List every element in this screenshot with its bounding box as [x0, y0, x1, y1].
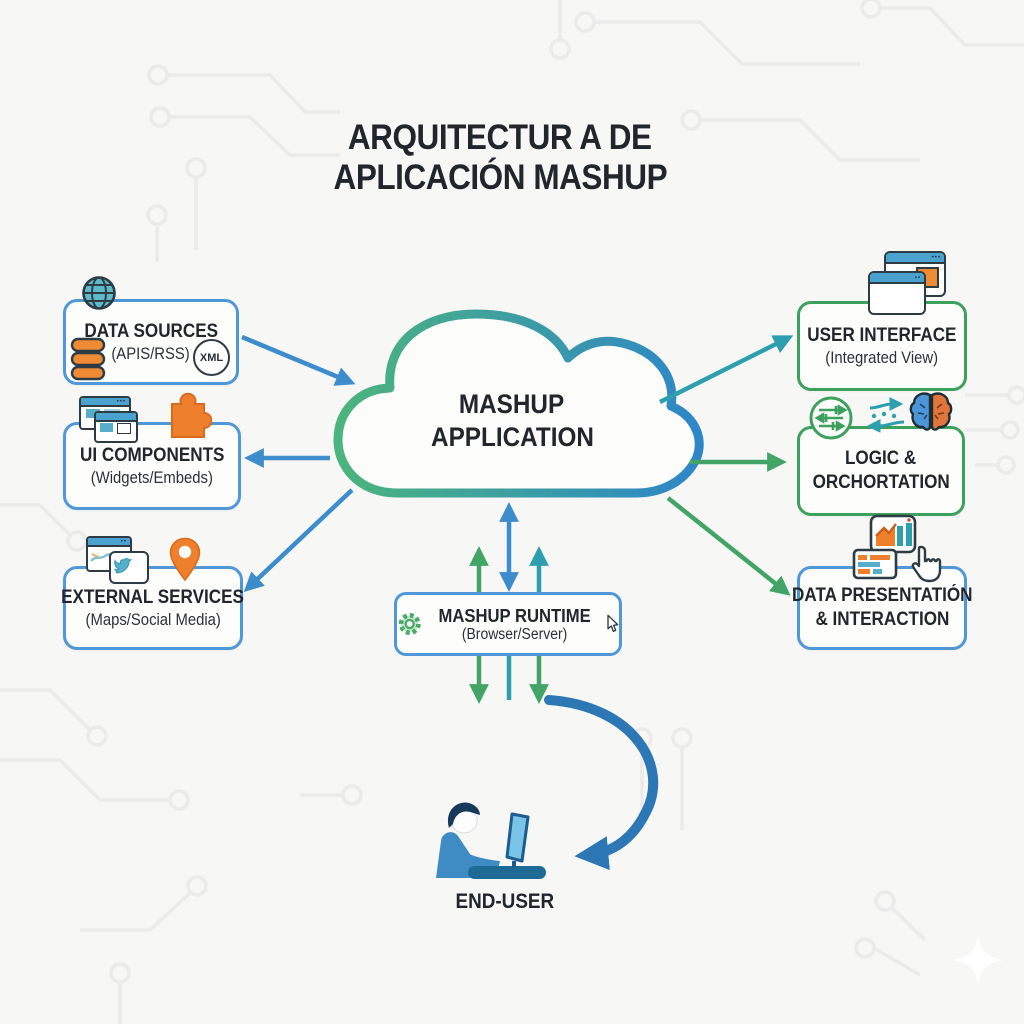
arrow-cloud-to-externalservices	[243, 488, 354, 593]
node-logic-orchestration: LOGIC & ORCHORTATION	[797, 426, 965, 516]
map-pin-icon	[169, 537, 201, 582]
hand-cursor-icon	[911, 545, 942, 583]
widget-window-icon-2	[94, 411, 138, 443]
ui-components-title: UI COMPONENTS	[79, 444, 225, 466]
puzzle-piece-icon	[171, 392, 212, 438]
xml-badge-label: XML	[199, 351, 224, 364]
node-data-presentation: DATA PRESENTATIÓN & INTERACTION	[792, 566, 972, 650]
chart-card-icon	[869, 514, 917, 554]
ui-components-subtitle: (Widgets/Embeds)	[90, 468, 214, 487]
globe-icon	[82, 276, 116, 310]
sliders-icon	[809, 396, 853, 440]
data-presentation-title-line2: & INTERACTION	[815, 609, 949, 630]
arrow-runtime-to-enduser	[544, 695, 659, 871]
runtime-subtitle: (Browser/Server)	[462, 625, 568, 643]
shuffle-arrows-icon	[866, 397, 905, 433]
arrow-cloud-to-userinterface	[658, 335, 794, 405]
logic-title-line1: LOGIC &	[845, 448, 917, 469]
external-services-title: EXTERNAL SERVICES	[61, 586, 245, 608]
cloud-label-line2: APPLICATION	[430, 422, 594, 452]
logic-title-line2: ORCHORTATION	[812, 472, 950, 493]
data-sources-title: DATA SOURCES	[84, 320, 218, 342]
arrow-cloud-to-datapresentation	[666, 496, 791, 596]
node-mashup-runtime: MASHUP RUNTIME (Browser/Server)	[394, 592, 622, 656]
node-ui-components: UI COMPONENTS (Widgets/Embeds)	[63, 422, 241, 510]
data-sources-subtitle: (APIS/RSS)	[111, 344, 191, 363]
brain-icon	[909, 392, 953, 431]
runtime-title: MASHUP RUNTIME	[438, 604, 592, 626]
xml-badge: XML	[193, 339, 230, 376]
external-services-subtitle: (Maps/Social Media)	[85, 610, 221, 629]
data-card-icon	[852, 548, 898, 580]
end-user-label-text: END-USER	[455, 890, 555, 913]
cloud-label-line1: MASHUP	[459, 389, 565, 419]
mouse-pointer-icon	[606, 614, 618, 633]
user-interface-subtitle: (Integrated View)	[825, 348, 939, 367]
node-external-services: EXTERNAL SERVICES (Maps/Social Media)	[61, 566, 245, 650]
database-icon	[70, 337, 106, 381]
sparkle-watermark	[952, 934, 1004, 986]
gear-icon	[398, 612, 421, 636]
page-title-line1: ARQUITECTUR A DE	[348, 118, 652, 157]
cloud-node-label: MASHUP APPLICATION	[392, 388, 632, 454]
end-user-icon	[436, 802, 546, 879]
data-presentation-title-line1: DATA PRESENTATIÓN	[791, 585, 973, 606]
page-title: ARQUITECTUR A DE APLICACIÓN MASHUP	[0, 118, 1000, 198]
twitter-icon	[109, 551, 149, 584]
page-title-line2: APLICACIÓN MASHUP	[333, 158, 667, 197]
end-user-label: END-USER	[400, 890, 610, 914]
user-interface-title: USER INTERFACE	[807, 324, 957, 346]
node-user-interface: USER INTERFACE (Integrated View)	[797, 301, 967, 391]
integrated-view-window-front-icon: ▪▪	[868, 271, 926, 315]
arrow-datasources-to-cloud	[241, 334, 356, 386]
